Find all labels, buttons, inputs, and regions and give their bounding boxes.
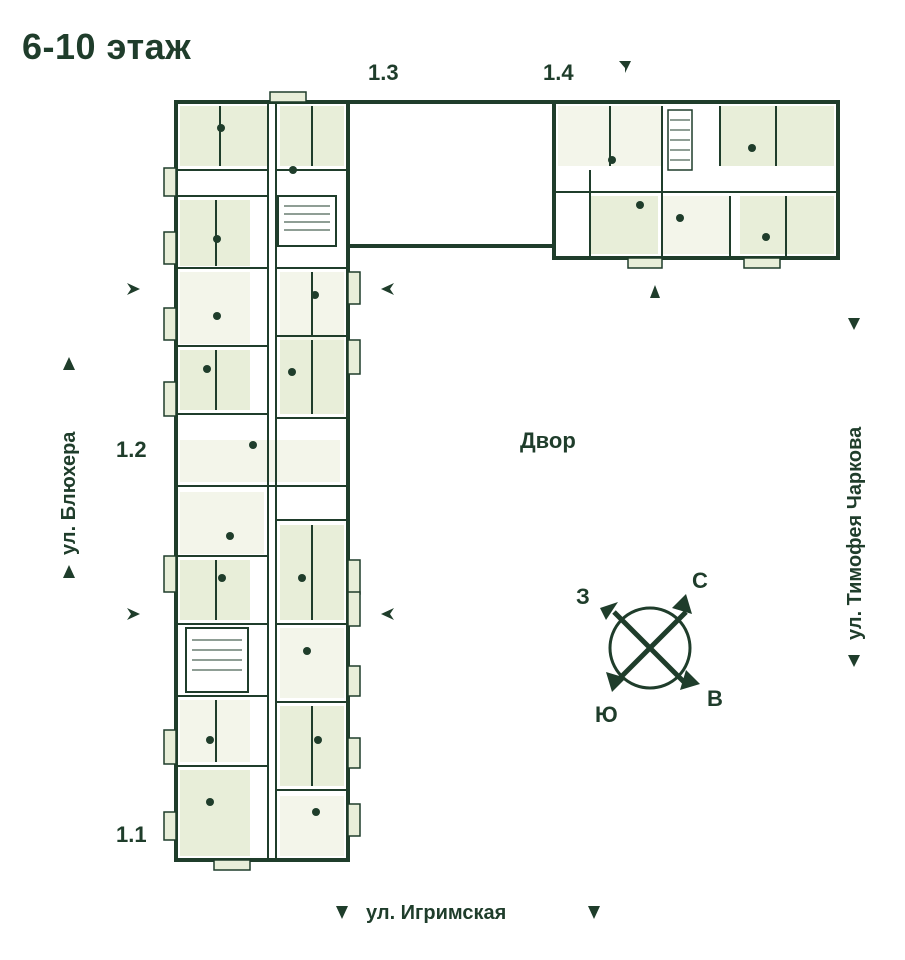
section-label-1-2: 1.2 bbox=[116, 437, 147, 462]
compass-east: В bbox=[707, 686, 723, 711]
building-wing-1-3 bbox=[346, 100, 556, 248]
section-label-1-3: 1.3 bbox=[368, 60, 399, 85]
apartment-markers bbox=[203, 124, 770, 816]
street-right: ул. Тимофея Чаркова bbox=[844, 426, 866, 640]
compass-west: З bbox=[576, 584, 590, 609]
street-left: ул. Блюхера bbox=[58, 431, 80, 555]
yard-label: Двор bbox=[520, 428, 576, 453]
building-wing-east bbox=[552, 100, 840, 269]
street-arrows bbox=[63, 318, 860, 919]
compass-north: С bbox=[692, 568, 708, 593]
section-label-1-1: 1.1 bbox=[116, 822, 147, 847]
section-label-1-4: 1.4 bbox=[543, 60, 574, 85]
street-bottom: ул. Игримская bbox=[366, 902, 507, 924]
compass-rose bbox=[600, 594, 700, 692]
floor-title: 6-10 этаж bbox=[22, 26, 192, 67]
entrance-arrows bbox=[127, 61, 660, 620]
building-wing-west bbox=[163, 91, 361, 871]
compass-south: Ю bbox=[595, 702, 618, 727]
